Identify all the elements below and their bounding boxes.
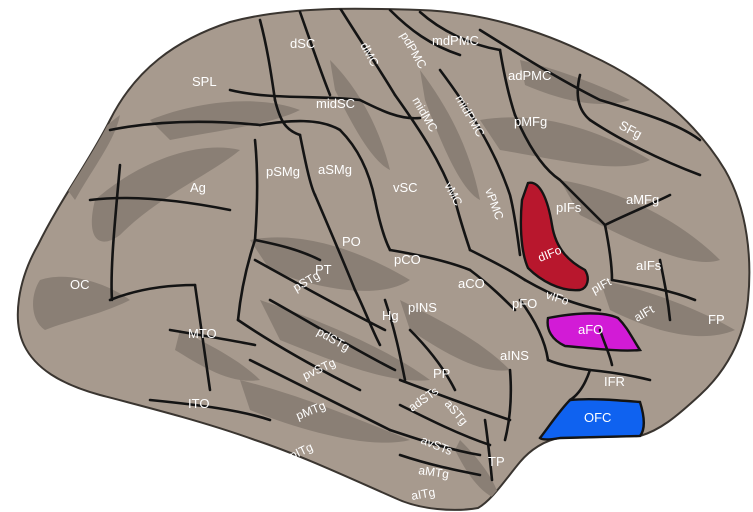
label-aSMg: aSMg [318,162,352,177]
label-OFC: OFC [584,410,611,425]
label-pFO: pFO [512,296,537,311]
label-pSMg: pSMg [266,164,300,179]
label-IFR: IFR [604,374,625,389]
label-pCO: pCO [394,252,421,267]
label-mdPMC: mdPMC [432,33,479,48]
label-PP: PP [433,366,450,381]
label-SPL: SPL [192,74,217,89]
label-aCO: aCO [458,276,485,291]
label-Hg: Hg [382,308,399,323]
label-pIFs: pIFs [556,200,582,215]
label-vSC: vSC [393,180,418,195]
label-dSC: dSC [290,36,315,51]
label-Ag: Ag [190,180,206,195]
label-MTO: MTO [188,326,217,341]
label-FP: FP [708,312,725,327]
label-adPMC: adPMC [508,68,551,83]
label-PO: PO [342,234,361,249]
label-aIFs: aIFs [636,258,662,273]
label-TP: TP [488,454,505,469]
label-ITO: ITO [188,396,209,411]
label-aMFg: aMFg [626,192,659,207]
label-midSC: midSC [316,96,355,111]
label-aFO: aFO [578,322,603,337]
label-aINS: aINS [500,348,529,363]
label-pINS: pINS [408,300,437,315]
label-OC: OC [70,277,90,292]
label-pMFg: pMFg [514,114,547,129]
